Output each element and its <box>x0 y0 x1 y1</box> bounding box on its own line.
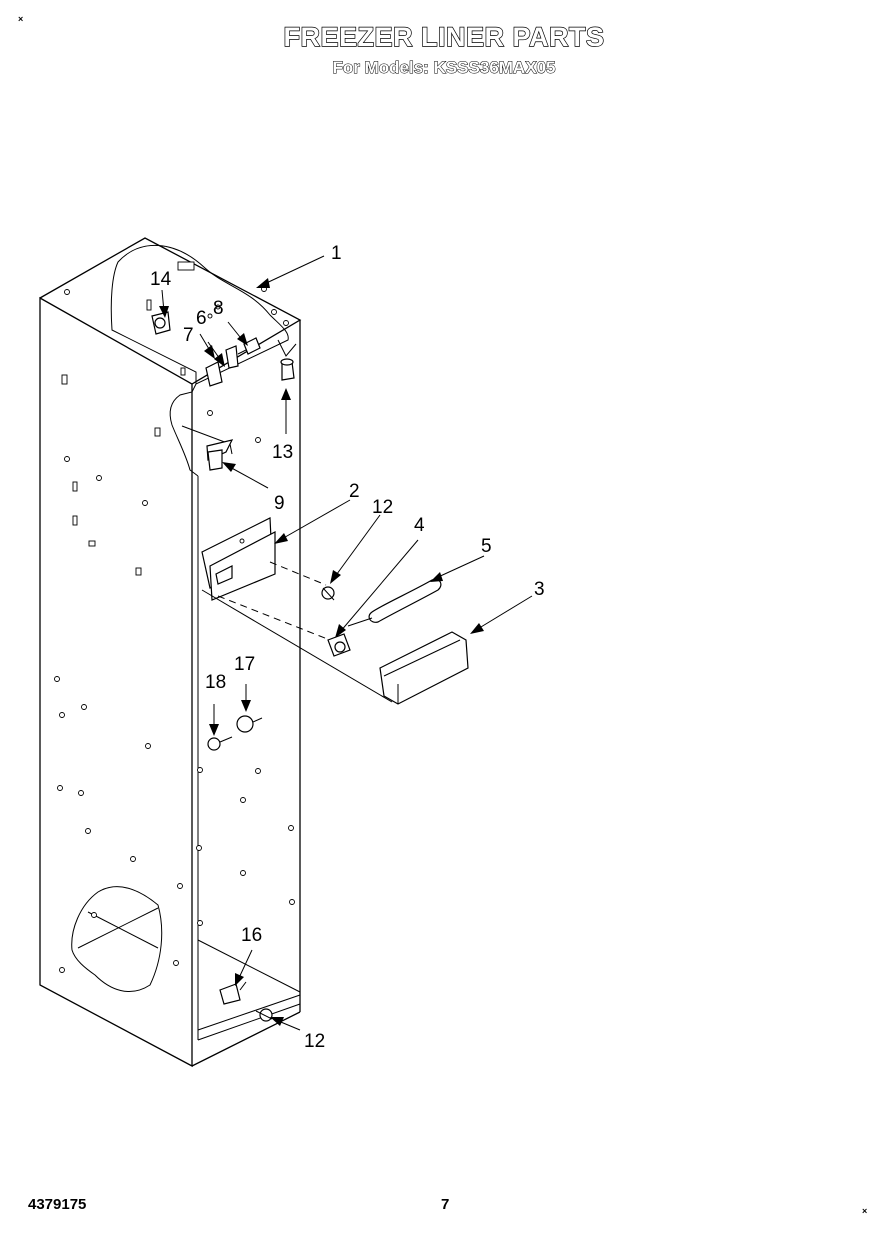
callout-14: 14 <box>150 269 172 290</box>
callout-8: 8 <box>213 298 224 319</box>
part-9-bracket <box>206 439 234 471</box>
part-18-screw <box>207 736 233 751</box>
callout-18: 18 <box>205 672 226 693</box>
callout-5: 5 <box>481 536 492 557</box>
part-12-screw-lower <box>255 1008 273 1022</box>
part-5-heater <box>347 578 442 627</box>
document-number: 4379175 <box>28 1196 87 1213</box>
callout-17: 17 <box>234 654 255 675</box>
part-4-grommet <box>327 633 351 657</box>
callout-3: 3 <box>534 579 545 600</box>
part-6-bracket <box>225 345 239 369</box>
callout-1: 1 <box>331 243 342 264</box>
page-number: 7 <box>441 1196 450 1213</box>
corner-mark-bottom-right: × <box>862 1206 868 1216</box>
part-2-bracket-panel <box>201 517 276 601</box>
page-subtitle: For Models: KSSS36MAX05 <box>332 58 556 78</box>
part-12-screw-upper <box>321 586 335 601</box>
corner-mark-top-left: × <box>18 14 24 24</box>
leader-lines <box>159 255 533 1031</box>
liner-mounting-holes <box>54 286 295 973</box>
callout-13: 13 <box>272 442 293 463</box>
callout-9: 9 <box>274 493 285 514</box>
callout-12-upper: 12 <box>372 497 393 518</box>
callout-12-lower: 12 <box>304 1031 325 1052</box>
freezer-liner <box>39 237 302 1068</box>
callout-7: 7 <box>183 325 194 346</box>
callout-6: 6 <box>196 308 207 329</box>
part-13-fitting <box>277 339 297 381</box>
callout-2: 2 <box>349 481 360 502</box>
callout-16: 16 <box>241 925 262 946</box>
part-17-thermostat <box>236 715 263 733</box>
callout-4: 4 <box>414 515 425 536</box>
part-3-cover <box>379 631 469 705</box>
page-title: FREEZER LINER PARTS <box>283 21 605 52</box>
part-8-screw <box>237 337 261 355</box>
part-16-bracket <box>219 981 247 1005</box>
part-7-clip <box>205 361 223 387</box>
part-14-clip <box>151 311 171 335</box>
